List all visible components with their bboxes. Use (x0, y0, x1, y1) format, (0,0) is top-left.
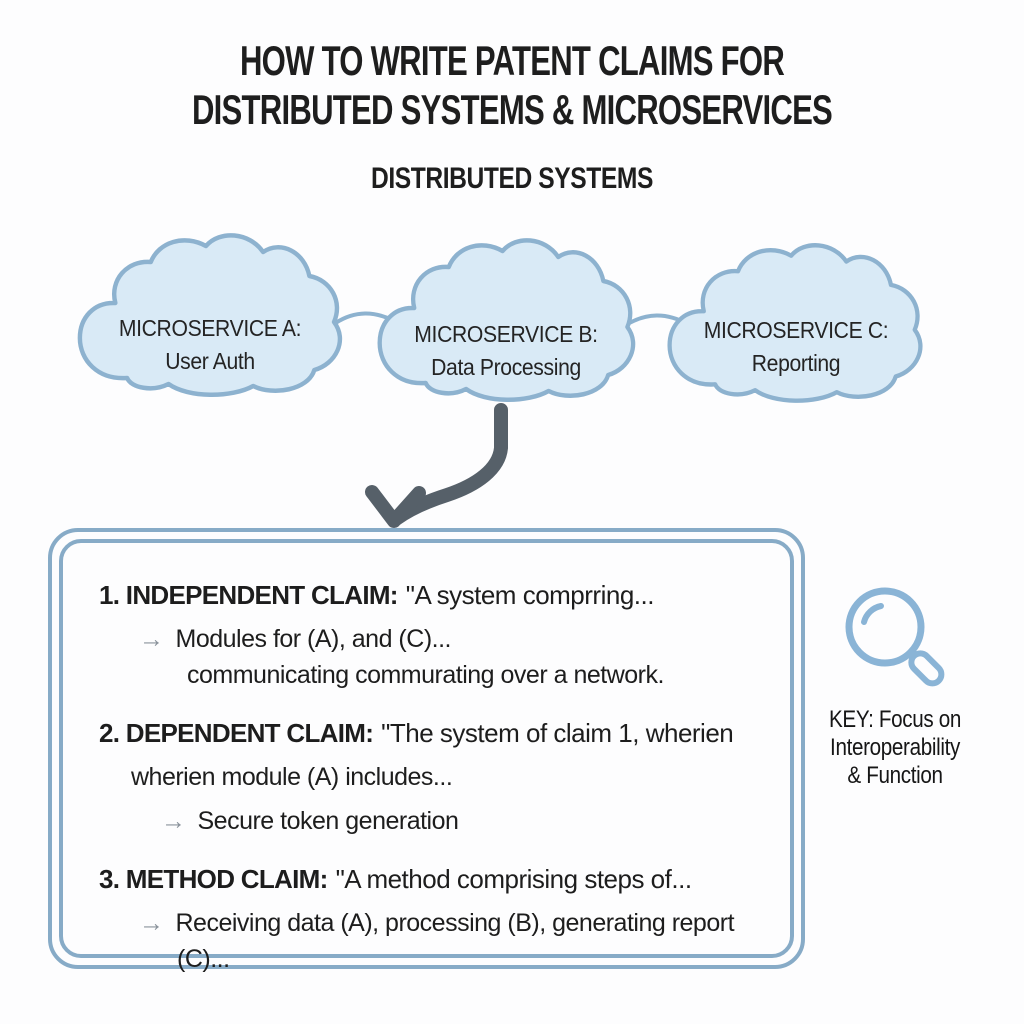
cloud-b-service: Data Processing (431, 354, 581, 380)
bullet-arrow-icon: → (139, 625, 164, 653)
claims-content: 1. INDEPENDENT CLAIM:"A system comprring… (99, 577, 776, 999)
claim-3-bullet-continuation: (C)... (177, 945, 230, 973)
claims-box: 1. INDEPENDENT CLAIM:"A system comprring… (48, 528, 805, 973)
key-note-line-3: & Function (847, 762, 943, 789)
claim-2-bullet: → Secure token generation (99, 803, 776, 839)
claim-1-bullet-continuation: communicating commurating over a network… (187, 661, 664, 689)
claim-independent: 1. INDEPENDENT CLAIM:"A system comprring… (99, 577, 776, 693)
cloud-label-microservice-a: MICROSERVICE A: User Auth (78, 312, 342, 378)
page-title-line-2: DISTRIBUTED SYSTEMS & MICROSERVICES (191, 86, 833, 134)
page-title: HOW TO WRITE PATENT CLAIMS FOR DISTRIBUT… (0, 36, 1024, 134)
key-note: KEY: Focus on Interoperability & Functio… (788, 706, 1002, 790)
claim-1-bullet: → Modules for (A), and (C)... (99, 621, 776, 657)
claim-2-heading: 2. DEPENDENT CLAIM:"The system of claim … (99, 715, 776, 751)
claim-3-label: 3. METHOD CLAIM: (99, 864, 328, 894)
key-note-line-1: KEY: Focus on (828, 706, 962, 733)
cloud-label-microservice-b: MICROSERVICE B: Data Processing (374, 318, 638, 384)
magnifier-icon (845, 587, 945, 687)
cloud-b-name: MICROSERVICE B: (414, 321, 598, 347)
claim-dependent: 2. DEPENDENT CLAIM:"The system of claim … (99, 715, 776, 839)
claim-3-heading: 3. METHOD CLAIM:"A method comprising ste… (99, 861, 776, 897)
claim-3-bullet: → Receiving data (A), processing (B), gen… (99, 905, 776, 941)
cloud-c-name: MICROSERVICE C: (703, 317, 889, 343)
claim-1-quote: "A system comprring... (405, 580, 655, 610)
claim-2-quote-continuation: wherien module (A) includes... (131, 763, 453, 791)
cloud-label-microservice-c: MICROSERVICE C: Reporting (664, 314, 928, 380)
cloud-a-service: User Auth (165, 348, 255, 374)
claim-2-quote: "The system of claim 1, wherien (381, 718, 734, 748)
claims-box-inner-border: 1. INDEPENDENT CLAIM:"A system comprring… (59, 539, 794, 973)
bullet-arrow-icon: → (139, 909, 164, 937)
claim-method: 3. METHOD CLAIM:"A method comprising ste… (99, 861, 776, 977)
claim-3-bullet-text: Receiving data (A), processing (B), gene… (175, 909, 735, 937)
claim-1-bullet-text: Modules for (A), and (C)... (175, 625, 452, 653)
claim-1-heading: 1. INDEPENDENT CLAIM:"A system comprring… (99, 577, 776, 613)
cloud-c-service: Reporting (751, 350, 841, 376)
page-title-line-1: HOW TO WRITE PATENT CLAIMS FOR (239, 37, 785, 84)
bullet-arrow-icon: → (161, 807, 186, 835)
flow-arrow (365, 403, 508, 528)
claim-1-label: 1. INDEPENDENT CLAIM: (99, 580, 398, 610)
section-subtitle: DISTRIBUTED SYSTEMS (371, 162, 653, 195)
cloud-a-name: MICROSERVICE A: (118, 315, 302, 341)
key-note-line-2: Interoperability (830, 734, 960, 761)
claim-2-bullet-text: Secure token generation (197, 807, 459, 835)
claim-3-quote: "A method comprising steps of... (335, 864, 692, 894)
claim-2-label: 2. DEPENDENT CLAIM: (99, 718, 374, 748)
